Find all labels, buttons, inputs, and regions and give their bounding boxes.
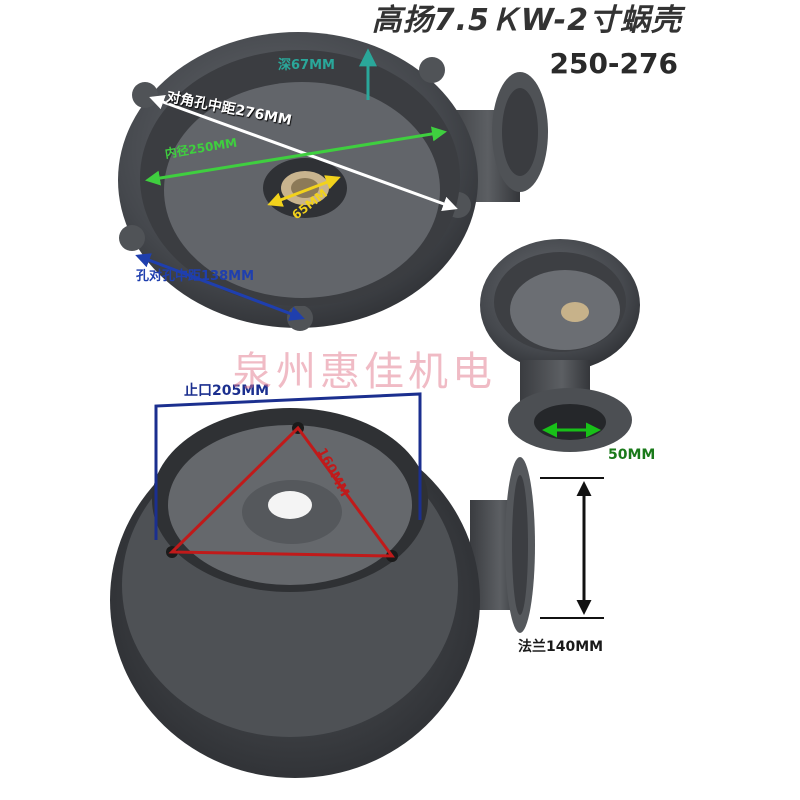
product-size-code: 250-276 [549,47,678,80]
outlet-label: 50MM [608,447,656,463]
bottom-casing [110,408,535,778]
depth-label: 深67MM [278,58,335,73]
side-casing [480,239,640,452]
annotations [135,48,604,619]
bore-line [267,175,341,207]
spigot-bracket [154,392,422,540]
triangle-outline [168,425,396,558]
flange-label: 法兰140MM [518,639,604,655]
product-title: 高扬7.5ＫW-2寸蜗壳 [371,3,682,38]
watermark: 泉州惠佳机电 [232,349,496,395]
hole-distance-label: 孔对孔中距138MM [136,269,255,284]
inner-diameter-line [145,126,447,186]
hole-distance-line [135,253,305,321]
spigot-label: 止口205MM [184,383,270,399]
